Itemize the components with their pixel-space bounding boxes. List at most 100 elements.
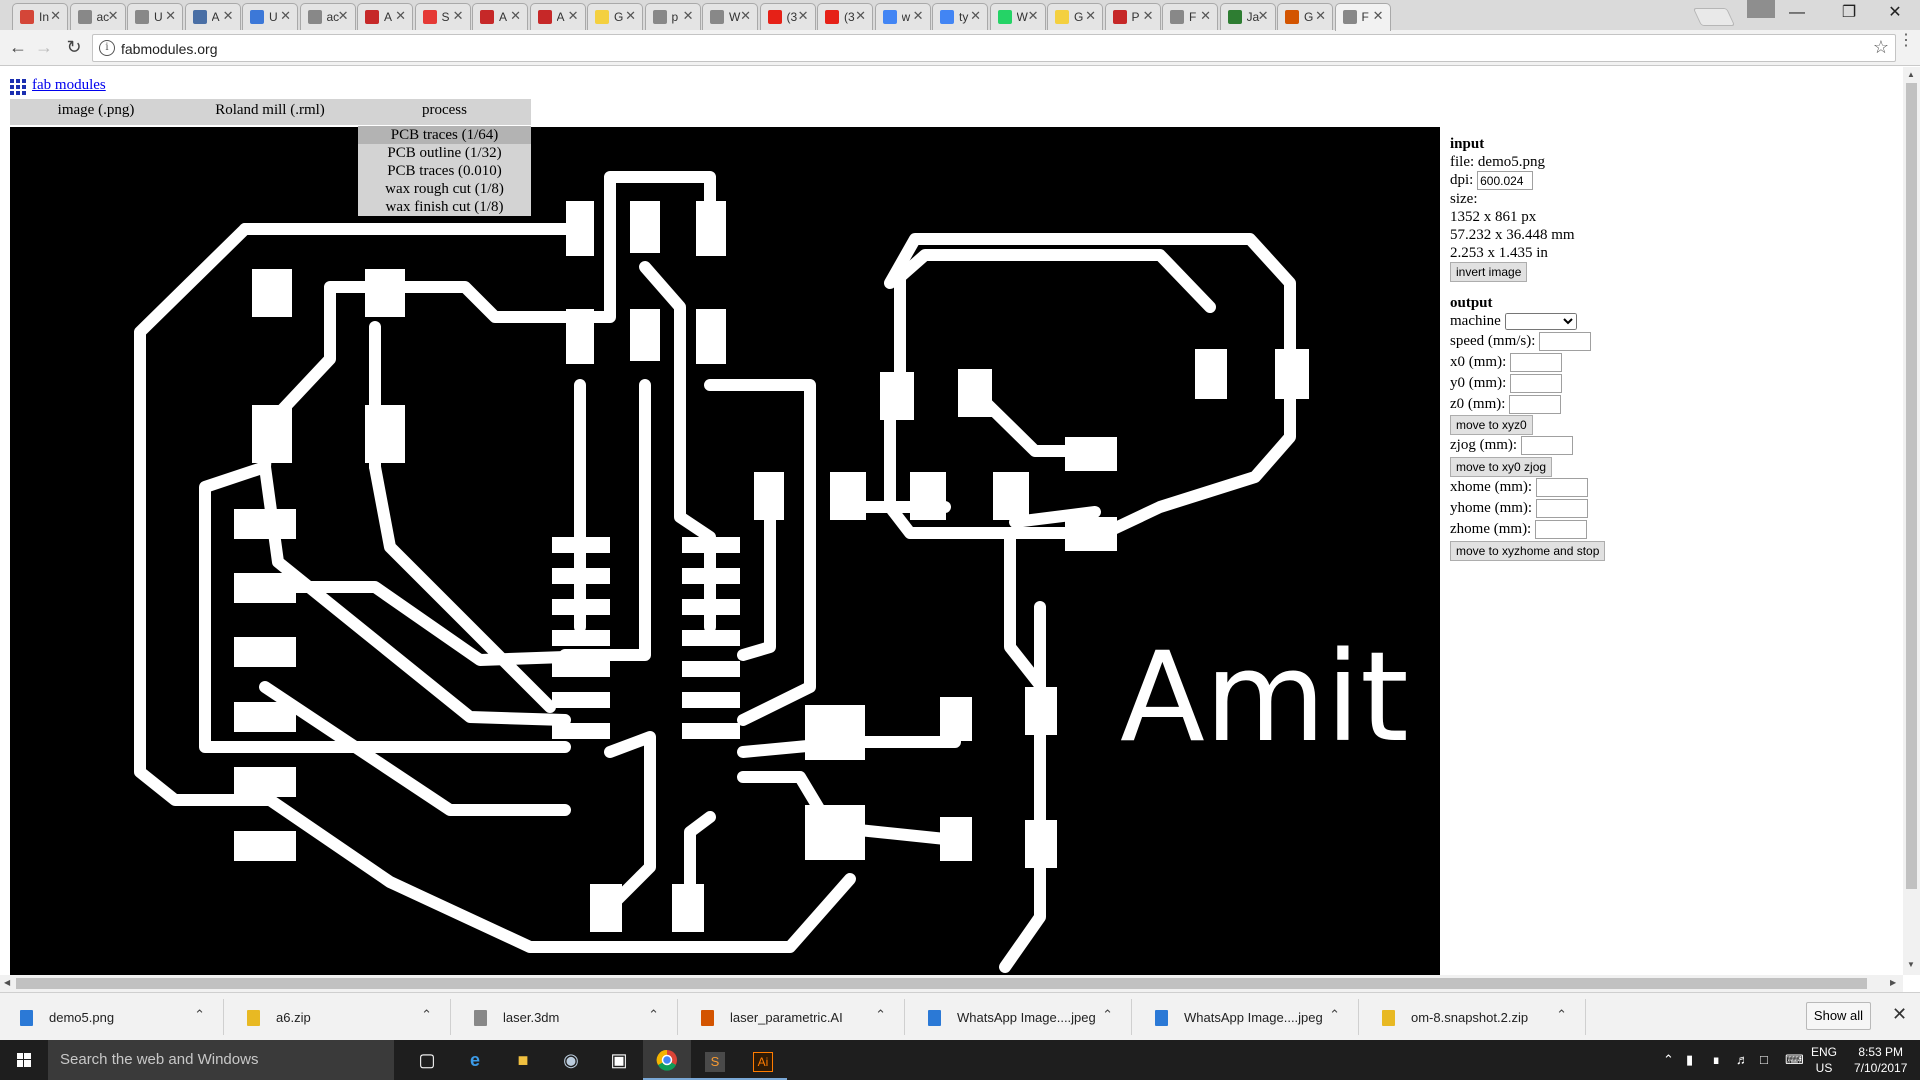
browser-tab[interactable]: F✕: [1162, 3, 1218, 30]
process-menu[interactable]: process: [422, 102, 467, 118]
x0-input[interactable]: [1510, 353, 1562, 373]
tab-title[interactable]: ac: [326, 10, 340, 24]
close-tab-icon[interactable]: ✕: [510, 8, 521, 23]
store-icon[interactable]: ▣: [610, 1050, 628, 1070]
steam-icon[interactable]: ◉: [563, 1050, 579, 1070]
close-tab-icon[interactable]: ✕: [280, 8, 291, 23]
download-filename[interactable]: WhatsApp Image....jpeg: [1184, 1010, 1323, 1025]
chevron-up-icon[interactable]: ⌃: [1556, 1007, 1567, 1022]
machine-menu[interactable]: Roland mill (.rml): [215, 102, 325, 118]
close-tab-icon[interactable]: ✕: [165, 8, 176, 23]
tab-title[interactable]: A: [499, 10, 508, 24]
browser-tab[interactable]: (3✕: [817, 3, 873, 30]
xhome-input[interactable]: [1535, 478, 1588, 498]
browser-tab[interactable]: In✕: [12, 3, 68, 30]
browser-tab[interactable]: G✕: [1277, 3, 1333, 30]
close-tab-icon[interactable]: ✕: [682, 8, 694, 23]
zhome-input[interactable]: [1534, 520, 1587, 540]
browser-tab[interactable]: ac✕: [69, 3, 126, 30]
move-to-xyz0-button[interactable]: move to xyz0: [1450, 415, 1533, 435]
move-to-xy0-zjog-button[interactable]: move to xy0 zjog: [1450, 457, 1553, 477]
close-tab-icon[interactable]: ✕: [1142, 8, 1154, 23]
browser-tab[interactable]: U✕: [242, 3, 298, 30]
close-tab-icon[interactable]: ✕: [107, 8, 119, 23]
close-tab-icon[interactable]: ✕: [740, 8, 751, 23]
edge-icon[interactable]: e: [469, 1050, 480, 1070]
chevron-up-icon[interactable]: ⌃: [1102, 1007, 1113, 1022]
sublime-icon[interactable]: S: [691, 1040, 739, 1080]
horizontal-scrollbar[interactable]: ◀ ▶: [0, 975, 1903, 992]
browser-tab[interactable]: P✕: [1104, 3, 1161, 30]
scroll-up-arrow-icon[interactable]: ▲: [1907, 70, 1915, 79]
close-tab-icon[interactable]: ✕: [1257, 8, 1269, 23]
close-tab-icon[interactable]: ✕: [395, 8, 406, 23]
action-center-icon[interactable]: □: [1760, 1052, 1768, 1067]
tab-title[interactable]: W: [729, 10, 741, 24]
show-hidden-icons-icon[interactable]: ⌃: [1663, 1052, 1674, 1067]
tab-title[interactable]: F: [1361, 10, 1369, 24]
close-tab-icon[interactable]: ✕: [970, 8, 981, 23]
browser-tab[interactable]: A✕: [357, 3, 413, 30]
close-tab-icon[interactable]: ✕: [567, 8, 579, 23]
tab-title[interactable]: (3: [786, 10, 798, 24]
back-arrow-icon[interactable]: ←: [9, 37, 27, 57]
process-option[interactable]: wax finish cut (1/8): [385, 199, 504, 215]
browser-menu-icon[interactable]: ⋮: [1898, 32, 1914, 49]
browser-tab[interactable]: w✕: [874, 3, 931, 30]
tab-title[interactable]: w: [901, 10, 911, 24]
show-all-button[interactable]: Show all: [1806, 1002, 1871, 1030]
browser-tab[interactable]: F✕: [1334, 3, 1391, 31]
tab-title[interactable]: S: [441, 10, 450, 24]
download-filename[interactable]: demo5.png: [49, 1010, 115, 1025]
z0-input[interactable]: [1509, 395, 1562, 415]
close-tab-icon[interactable]: ✕: [797, 8, 809, 23]
tab-title[interactable]: (3: [844, 10, 855, 24]
task-view-icon[interactable]: ▢: [418, 1050, 436, 1070]
chevron-up-icon[interactable]: ⌃: [648, 1007, 659, 1022]
fab-modules-link[interactable]: fab modules: [32, 77, 106, 93]
download-filename[interactable]: laser.3dm: [503, 1010, 560, 1025]
browser-tab[interactable]: G✕: [587, 3, 643, 30]
download-filename[interactable]: om-8.snapshot.2.zip: [1411, 1010, 1529, 1025]
download-filename[interactable]: laser_parametric.AI: [730, 1010, 843, 1025]
tab-title[interactable]: U: [154, 10, 163, 24]
browser-tab[interactable]: A✕: [472, 3, 528, 30]
scroll-down-arrow-icon[interactable]: ▼: [1907, 960, 1915, 969]
scroll-right-arrow-icon[interactable]: ▶: [1890, 978, 1897, 987]
process-option[interactable]: PCB outline (1/32): [387, 145, 502, 161]
browser-tab[interactable]: ac✕: [299, 3, 356, 30]
horizontal-scroll-thumb[interactable]: [16, 978, 1867, 989]
browser-tab[interactable]: p✕: [644, 3, 701, 30]
address-bar[interactable]: i fabmodules.org ☆: [92, 34, 1896, 62]
minimize-button[interactable]: —: [1789, 4, 1805, 21]
scroll-left-arrow-icon[interactable]: ◀: [4, 978, 11, 987]
close-tab-icon[interactable]: ✕: [50, 8, 61, 23]
chevron-up-icon[interactable]: ⌃: [1329, 1007, 1340, 1022]
download-item[interactable]: WhatsApp Image....jpeg ⌃: [1135, 999, 1359, 1035]
start-button[interactable]: [0, 1040, 48, 1080]
download-item[interactable]: a6.zip⌃: [227, 999, 451, 1035]
browser-tab[interactable]: A✕: [529, 3, 586, 30]
machine-select[interactable]: [1504, 313, 1577, 331]
reload-icon[interactable]: ↻: [66, 37, 82, 57]
tab-title[interactable]: P: [1131, 10, 1140, 24]
download-item[interactable]: laser.3dm ⌃: [454, 999, 678, 1035]
profile-button[interactable]: [1747, 0, 1775, 18]
browser-tab[interactable]: ty✕: [932, 3, 988, 30]
browser-tab[interactable]: U✕: [127, 3, 183, 30]
y0-input[interactable]: [1510, 374, 1562, 394]
move-to-xyzhome-button[interactable]: move to xyzhome and stop: [1450, 541, 1606, 561]
chevron-up-icon[interactable]: ⌃: [194, 1007, 205, 1022]
tab-title[interactable]: U: [269, 10, 278, 24]
close-tab-icon[interactable]: ✕: [912, 8, 924, 23]
tab-title[interactable]: G: [614, 10, 624, 24]
browser-tab[interactable]: W✕: [702, 3, 758, 30]
process-option[interactable]: wax rough cut (1/8): [385, 181, 504, 197]
process-option[interactable]: PCB traces (1/64): [358, 126, 531, 144]
tab-title[interactable]: A: [556, 10, 565, 24]
close-tab-icon[interactable]: ✕: [337, 8, 349, 23]
yhome-input[interactable]: [1535, 499, 1588, 519]
download-item[interactable]: om-8.snapshot.2.zip ⌃: [1362, 999, 1586, 1035]
browser-tab[interactable]: A✕: [184, 3, 241, 30]
language-indicator[interactable]: ENG US: [1811, 1044, 1837, 1076]
